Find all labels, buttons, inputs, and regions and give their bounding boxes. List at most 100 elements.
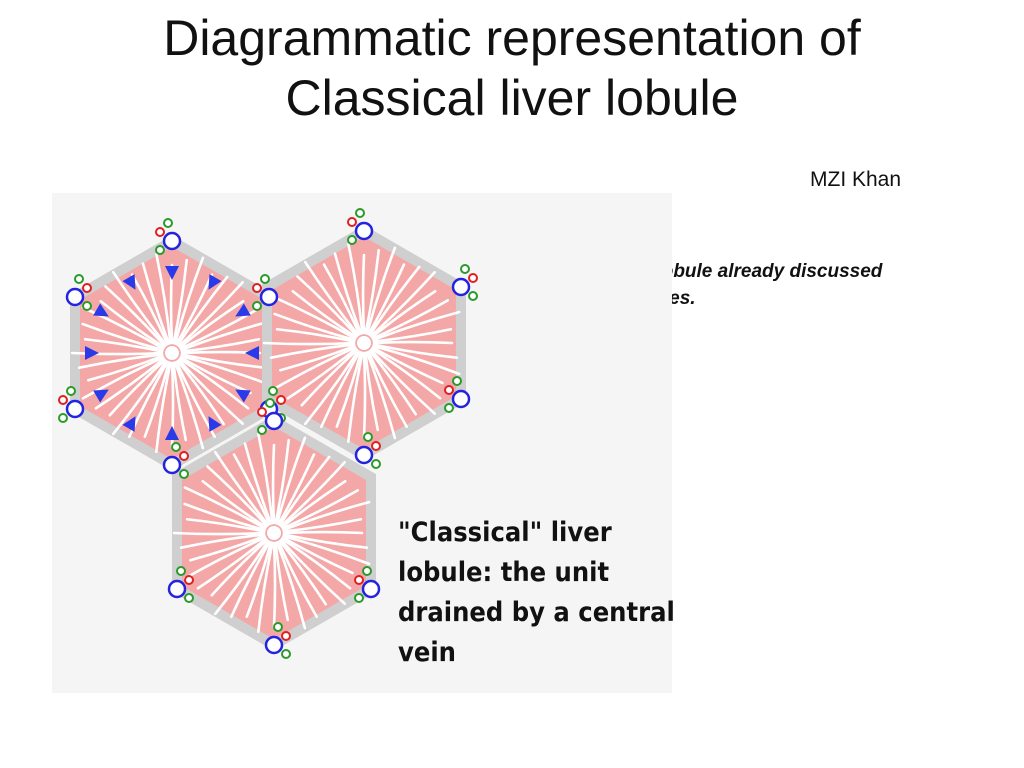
slide-title-line-2: Classical liver lobule bbox=[285, 70, 739, 126]
sinusoid bbox=[185, 517, 266, 533]
sinusoid bbox=[83, 337, 164, 353]
sinusoid bbox=[273, 312, 356, 342]
flow-arrow-icon bbox=[122, 416, 136, 432]
sinusoid bbox=[257, 432, 274, 525]
sinusoid bbox=[372, 343, 459, 360]
figure-caption-line-3: drained by a central bbox=[398, 597, 675, 628]
sinusoid bbox=[172, 531, 266, 536]
lobule-bottom bbox=[172, 415, 376, 651]
sinusoid bbox=[361, 253, 366, 335]
bile-duct-icon bbox=[74, 274, 84, 284]
bile-duct-icon bbox=[163, 218, 173, 228]
sinusoid bbox=[177, 280, 245, 348]
sinusoid bbox=[365, 351, 397, 440]
sinusoid bbox=[365, 246, 397, 335]
sinusoid bbox=[179, 356, 252, 395]
bile-duct-icon bbox=[371, 459, 381, 469]
sinusoid bbox=[77, 353, 164, 370]
sinusoid bbox=[280, 479, 347, 529]
sinusoid bbox=[230, 540, 271, 619]
sinusoid bbox=[275, 541, 307, 630]
sinusoid bbox=[273, 346, 357, 390]
bile-duct-icon bbox=[362, 566, 372, 576]
sinusoid bbox=[94, 357, 166, 410]
sinusoid bbox=[372, 344, 461, 376]
portal-triad bbox=[162, 442, 189, 479]
sinusoid bbox=[180, 320, 269, 352]
bile-duct-icon bbox=[82, 301, 92, 311]
sinusoid bbox=[372, 340, 454, 345]
portal-vein-icon bbox=[354, 221, 374, 241]
sinusoid bbox=[180, 337, 261, 353]
portal-triad bbox=[451, 264, 478, 301]
sinusoid bbox=[282, 500, 371, 532]
sinusoid bbox=[176, 359, 226, 426]
hepatic-artery-icon bbox=[444, 385, 454, 395]
portal-vein-icon bbox=[361, 579, 381, 599]
hepatic-artery-icon bbox=[354, 575, 364, 585]
portal-triad bbox=[257, 398, 284, 435]
portal-triad bbox=[58, 386, 85, 423]
sinusoid bbox=[183, 486, 267, 530]
sinusoid bbox=[296, 275, 359, 338]
sinusoid bbox=[111, 270, 168, 347]
sinusoid bbox=[282, 533, 369, 550]
portal-vein-icon bbox=[162, 231, 182, 251]
bile-duct-icon bbox=[184, 593, 194, 603]
portal-vein-icon bbox=[65, 399, 85, 419]
portal-vein-icon bbox=[264, 411, 284, 431]
sinusoid bbox=[81, 356, 165, 400]
bile-duct-icon bbox=[444, 403, 454, 413]
sinusoid bbox=[282, 517, 363, 533]
sinusoid bbox=[111, 359, 168, 436]
sinusoid bbox=[213, 539, 270, 616]
sinusoid bbox=[335, 351, 363, 428]
sinusoid bbox=[141, 262, 171, 345]
hepatic-artery-icon bbox=[281, 631, 291, 641]
sinusoid bbox=[104, 285, 167, 348]
figure-caption: "Classical" liver lobule: the unit drain… bbox=[398, 513, 675, 673]
sinusoid bbox=[178, 299, 245, 349]
sinusoid bbox=[372, 310, 461, 342]
portal-triad bbox=[354, 566, 381, 603]
sinusoid bbox=[320, 350, 361, 429]
hepatic-artery-icon bbox=[184, 575, 194, 585]
sinusoid bbox=[277, 453, 316, 526]
bile-duct-icon bbox=[354, 593, 364, 603]
central-vein bbox=[267, 526, 281, 540]
portal-triad bbox=[167, 566, 194, 603]
sinusoid bbox=[368, 349, 418, 416]
sinusoid bbox=[322, 263, 361, 336]
flow-arrow-icon bbox=[165, 266, 179, 280]
portal-vein-icon bbox=[259, 287, 279, 307]
flow-arrow-icon bbox=[208, 274, 222, 290]
bile-duct-icon bbox=[281, 649, 291, 659]
sinusoid bbox=[172, 361, 188, 442]
bile-duct-icon bbox=[252, 301, 262, 311]
sinusoid bbox=[201, 479, 268, 529]
sinusoid bbox=[271, 443, 276, 525]
sinusoid bbox=[281, 536, 354, 575]
sinusoid bbox=[183, 536, 267, 580]
sinusoid bbox=[370, 289, 437, 339]
bile-duct-icon bbox=[268, 386, 278, 396]
sinusoid bbox=[303, 349, 360, 426]
hepatic-artery-icon bbox=[179, 451, 189, 461]
sinusoid bbox=[274, 541, 290, 622]
central-vein bbox=[165, 346, 179, 360]
sinusoid bbox=[176, 275, 229, 347]
hepatic-artery-icon bbox=[276, 395, 286, 405]
bile-duct-icon bbox=[460, 264, 470, 274]
portal-triad bbox=[155, 218, 182, 255]
central-vein bbox=[357, 336, 371, 350]
sinusoid bbox=[180, 354, 269, 386]
sinusoid bbox=[243, 442, 273, 525]
sinusoid bbox=[278, 455, 331, 527]
hepatic-artery-icon bbox=[252, 283, 262, 293]
portal-vein-icon bbox=[167, 579, 187, 599]
sinusoid bbox=[257, 541, 274, 634]
flow-arrow-icon bbox=[122, 274, 136, 290]
sinusoid bbox=[279, 538, 347, 606]
slide-title: Diagrammatic representation of Classical… bbox=[0, 8, 1024, 128]
portal-triad bbox=[444, 376, 471, 413]
